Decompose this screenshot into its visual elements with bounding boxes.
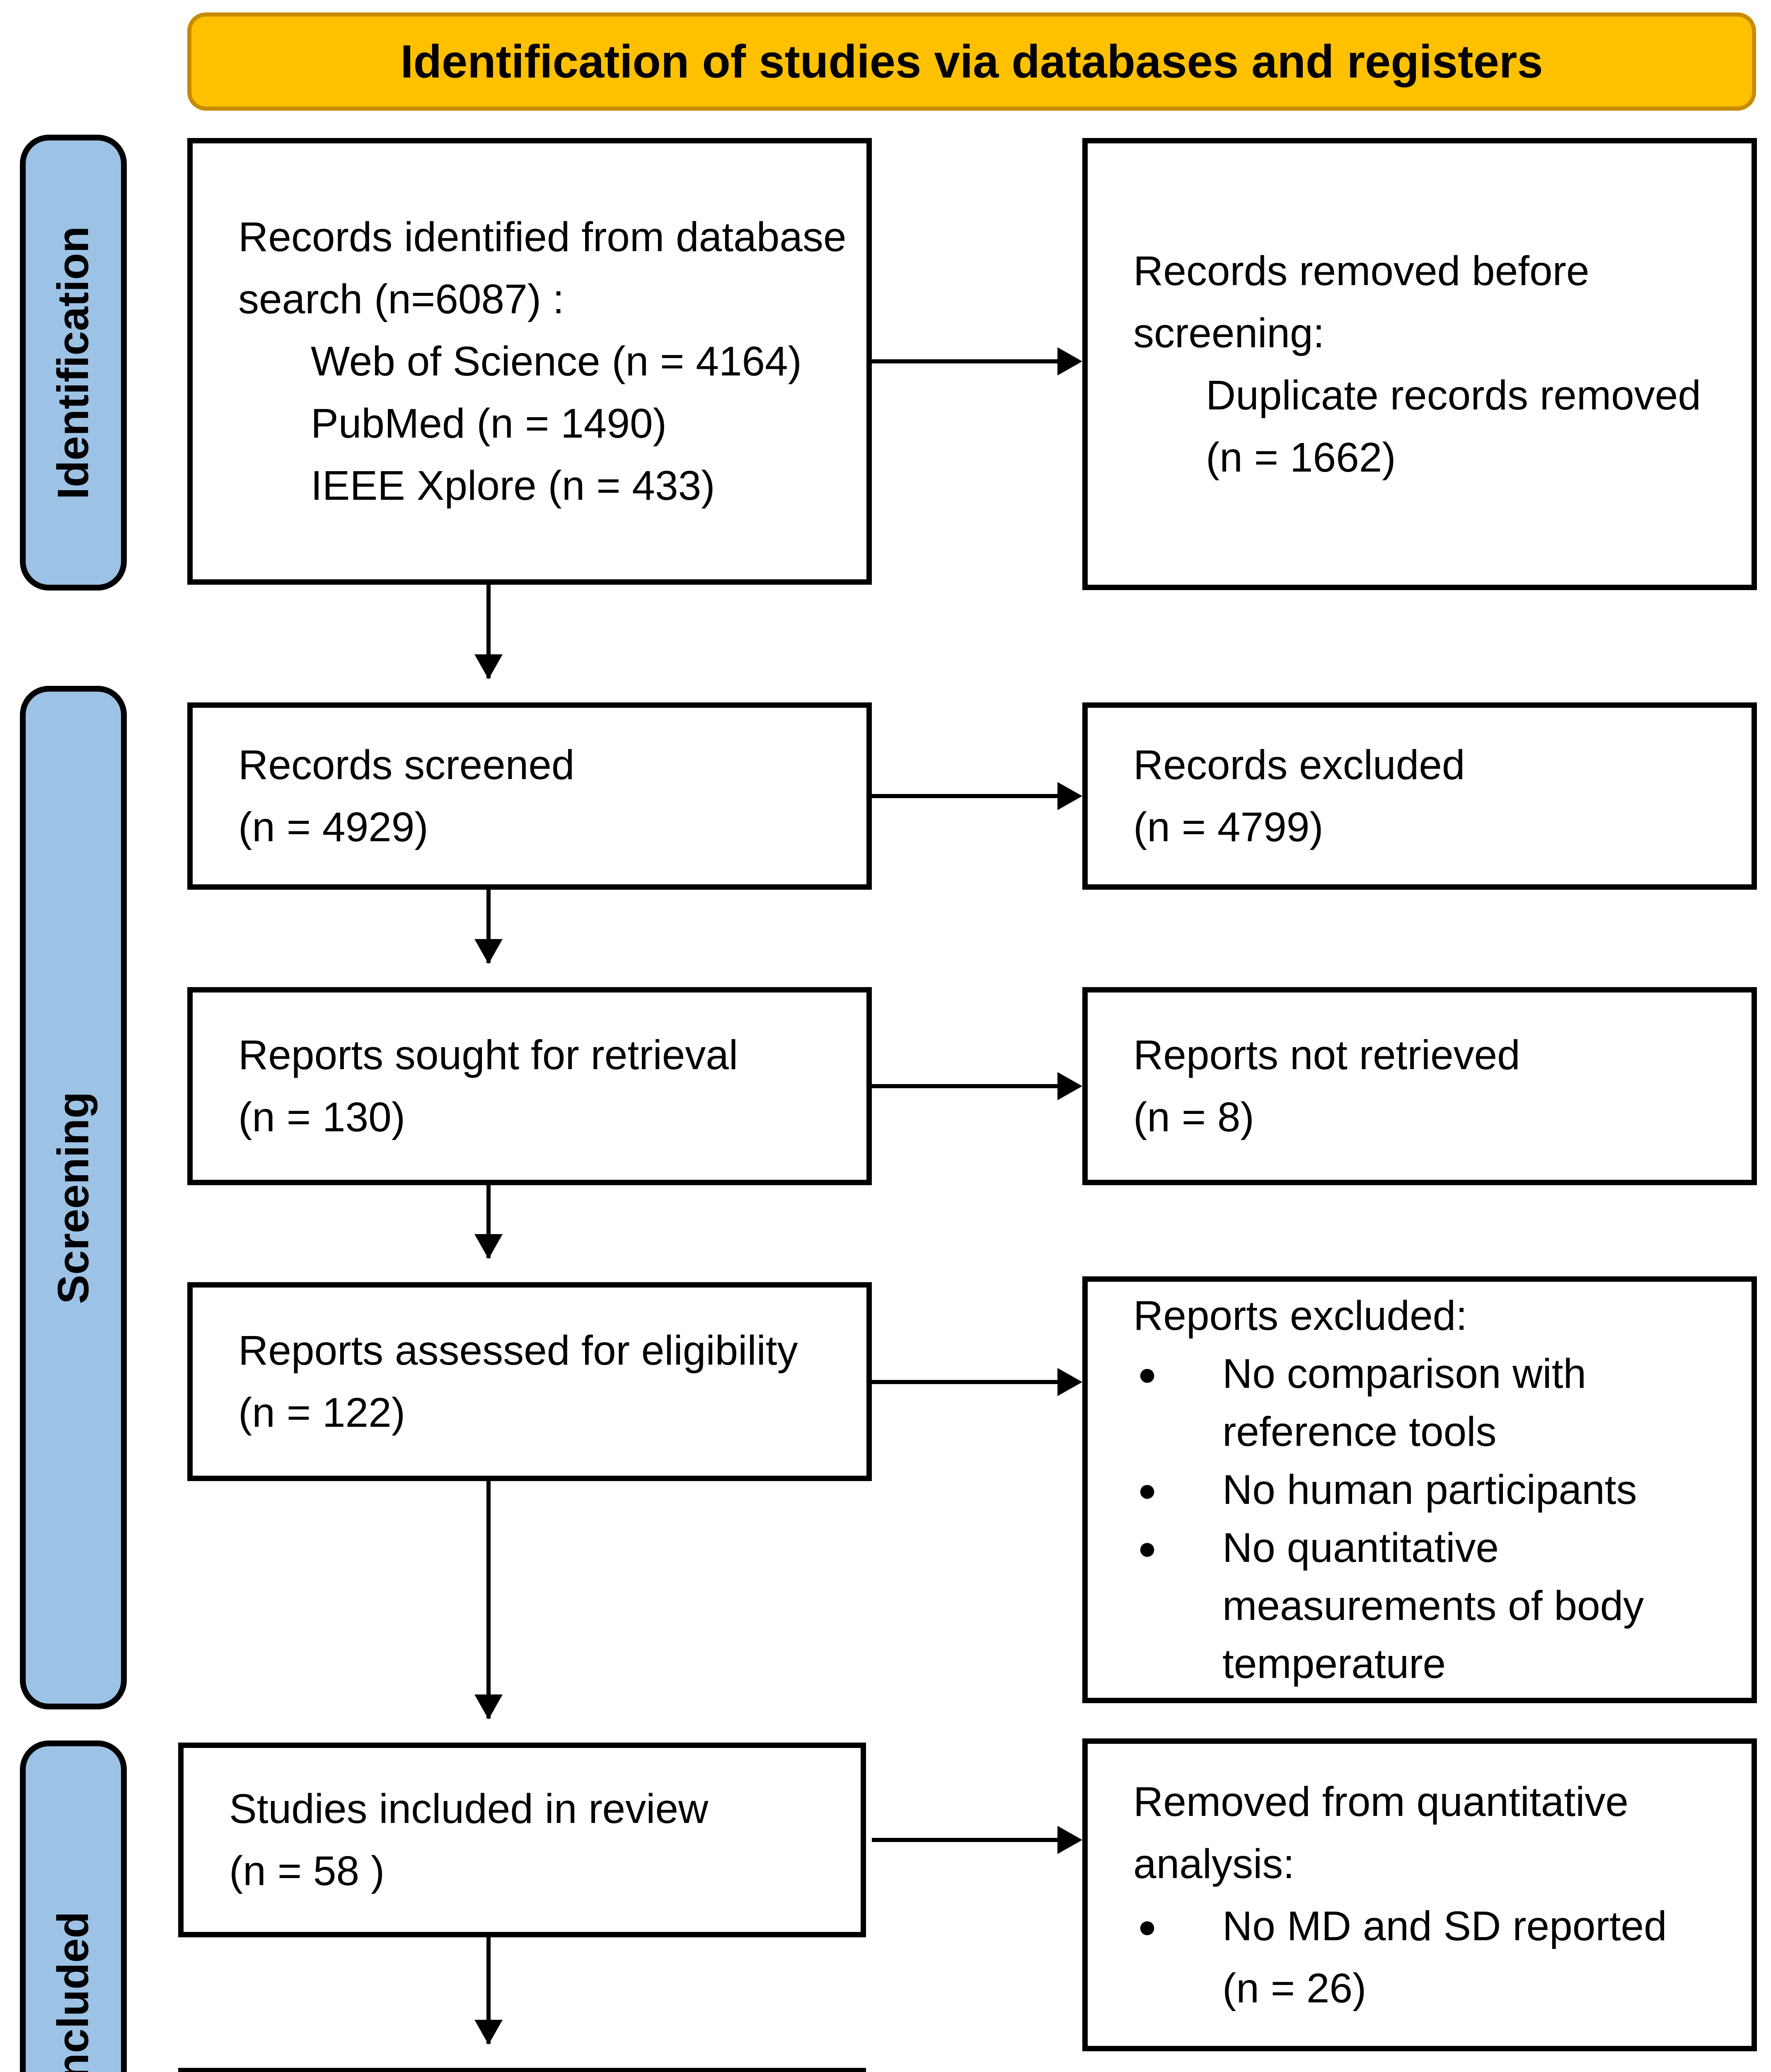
box-records-identified-source: PubMed (n = 1490) (311, 400, 667, 447)
reports-excluded-reason: ● No human participants (1088, 1461, 1752, 1519)
arrow-sought-to-assessed (474, 1185, 503, 1259)
box-removed-from-quantitative: Removed from quantitative analysis: ● No… (1082, 1738, 1757, 2051)
box-studies-included-quantitative: Studies included in quantitative analysi… (178, 2068, 866, 2072)
arrow-right-icon (1057, 347, 1082, 375)
arrow-right-icon (1057, 782, 1082, 810)
arrow-down-icon (474, 2020, 503, 2045)
reports-excluded-reason: ● No comparison with reference tools (1088, 1345, 1752, 1461)
box-reports-sought-line: Reports sought for retrieval (238, 1032, 738, 1078)
stage-label-included-text: Included (48, 1911, 98, 2072)
box-records-removed-detail: Duplicate records removed (1206, 372, 1701, 419)
box-records-identified-line: Records identified from database (238, 214, 847, 260)
box-removed-quant-title: Removed from quantitative (1133, 1778, 1629, 1825)
removed-quant-reason-text: No MD and SD reported (n = 26) (1222, 1903, 1667, 2011)
arrow-right-icon (1057, 1368, 1082, 1396)
arrow-down-icon (474, 1234, 503, 1259)
box-records-screened-count: (n = 4929) (238, 804, 428, 850)
box-studies-included-review-count: (n = 58 ) (229, 1848, 385, 1894)
box-reports-excluded: Reports excluded: ● No comparison with r… (1082, 1276, 1757, 1703)
box-records-removed-line: Records removed before (1133, 247, 1590, 294)
bullet-icon: ● (1137, 1356, 1157, 1392)
arrow-screened-to-records-excluded (872, 782, 1082, 810)
box-studies-included-review-line: Studies included in review (229, 1786, 709, 1832)
bullet-icon: ● (1137, 1907, 1157, 1944)
box-records-removed-detail: (n = 1662) (1206, 434, 1396, 481)
box-records-screened: Records screened (n = 4929) (187, 702, 872, 890)
box-studies-included-review: Studies included in review (n = 58 ) (178, 1743, 866, 1937)
reports-excluded-reason-text: No quantitative measurements of body tem… (1222, 1525, 1644, 1687)
box-reports-assessed-count: (n = 122) (238, 1389, 406, 1436)
box-records-excluded-count: (n = 4799) (1133, 804, 1323, 850)
stage-label-identification: Identification (20, 135, 127, 591)
arrow-right-icon (1057, 1072, 1082, 1100)
box-reports-assessed: Reports assessed for eligibility (n = 12… (187, 1282, 872, 1481)
bullet-icon: ● (1137, 1530, 1157, 1566)
diagram-header: Identification of studies via databases … (187, 12, 1756, 111)
arrow-down-icon (474, 654, 503, 679)
box-reports-sought-count: (n = 130) (238, 1094, 406, 1140)
stage-label-included: Included (20, 1740, 127, 2072)
box-records-removed-line: screening: (1133, 310, 1325, 356)
box-records-excluded: Records excluded (n = 4799) (1082, 702, 1757, 890)
box-removed-quant-title: analysis: (1133, 1840, 1295, 1887)
reports-excluded-reason-text: No comparison with reference tools (1222, 1351, 1587, 1455)
arrow-assessed-to-included-review (474, 1481, 503, 1719)
box-records-excluded-line: Records excluded (1133, 742, 1465, 788)
reports-excluded-reason: ● No quantitative measurements of body t… (1088, 1519, 1752, 1693)
arrow-assessed-to-reports-excluded (872, 1368, 1082, 1396)
box-records-screened-line: Records screened (238, 742, 575, 788)
arrow-identified-to-removed-before (872, 347, 1082, 375)
box-reports-not-retrieved: Reports not retrieved (n = 8) (1082, 987, 1757, 1185)
arrow-down-icon (474, 1694, 503, 1719)
box-reports-not-retrieved-line: Reports not retrieved (1133, 1032, 1520, 1078)
stage-label-identification-text: Identification (48, 226, 98, 499)
arrow-screened-to-sought (474, 890, 503, 964)
box-records-identified: Records identified from database search … (187, 138, 872, 585)
box-records-identified-source: IEEE Xplore (n = 433) (311, 462, 715, 509)
stage-label-screening: Screening (20, 686, 127, 1709)
box-records-identified-source: Web of Science (n = 4164) (311, 338, 802, 385)
box-reports-not-retrieved-count: (n = 8) (1133, 1094, 1254, 1140)
box-reports-excluded-title: Reports excluded: (1133, 1293, 1468, 1339)
stage-label-screening-text: Screening (48, 1091, 98, 1304)
removed-quant-reason: ● No MD and SD reported (n = 26) (1088, 1895, 1752, 2019)
bullet-icon: ● (1137, 1472, 1157, 1508)
reports-excluded-reason-text: No human participants (1222, 1467, 1637, 1513)
arrow-down-icon (474, 939, 503, 964)
diagram-header-title: Identification of studies via databases … (400, 36, 1543, 87)
arrow-included-review-to-removed-quant (872, 1826, 1082, 1854)
box-records-removed-before-screening: Records removed before screening: Duplic… (1082, 138, 1757, 590)
arrow-right-icon (1057, 1826, 1082, 1854)
arrow-identified-to-screened (474, 585, 503, 679)
box-reports-sought: Reports sought for retrieval (n = 130) (187, 987, 872, 1185)
box-reports-assessed-line: Reports assessed for eligibility (238, 1327, 798, 1374)
arrow-included-review-to-quantitative (474, 1937, 503, 2045)
arrow-sought-to-not-retrieved (872, 1072, 1082, 1100)
box-records-identified-line: search (n=6087) : (238, 276, 564, 322)
